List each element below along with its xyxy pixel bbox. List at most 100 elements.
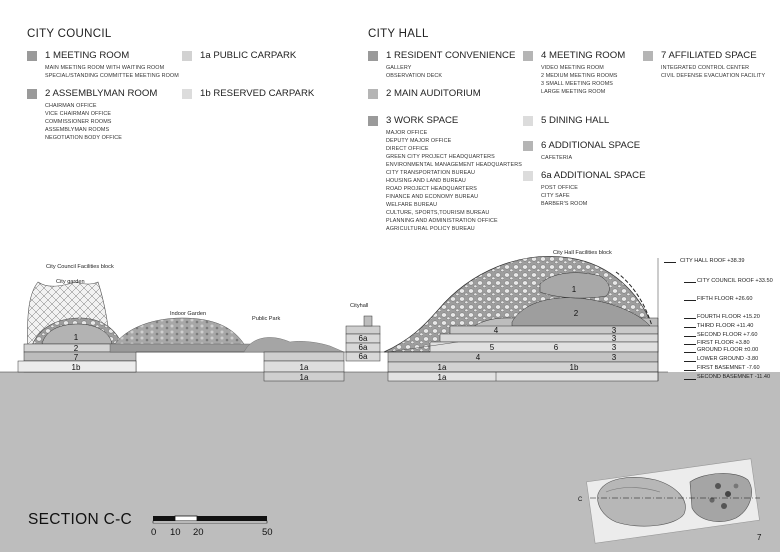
indoor-garden-terrace	[109, 343, 267, 353]
legend-hall-6: 6 ADDITIONAL SPACE CAFETERIA	[523, 140, 640, 162]
legend-swatch	[368, 50, 378, 61]
legend-council-1b: 1b RESERVED CARPARK	[182, 88, 314, 99]
legend-label: 3 WORK SPACE	[386, 115, 459, 126]
scale-label-50: 50	[262, 527, 273, 538]
legend-label: 4 MEETING ROOM	[541, 50, 626, 61]
legend-item: MAIN MEETING ROOM WITH WAITING ROOM	[45, 65, 165, 71]
scale-label-20: 20	[193, 527, 204, 538]
level-tick	[684, 336, 696, 337]
label-ch6a-1: 6a	[359, 334, 368, 343]
legend-label: 1 MEETING ROOM	[45, 50, 130, 61]
label-c1: 1	[74, 333, 79, 342]
legend-swatch	[643, 50, 653, 61]
legend-label: 2 ASSEMBLYMAN ROOM	[45, 88, 158, 99]
level-lower-ground: LOWER GROUND -3.80	[697, 356, 759, 362]
legend-item: CITY SAFE	[541, 193, 570, 199]
label-city-garden: City garden	[56, 279, 85, 285]
legend-item: LARGE MEETING ROOM	[541, 89, 606, 95]
level-tick	[684, 361, 696, 362]
level-second-basement: SECOND BASEMNET -11.40	[697, 374, 771, 380]
label-ch6a-2: 6a	[359, 343, 368, 352]
legend-council-1a: 1a PUBLIC CARPARK	[182, 50, 296, 61]
legend-item: ROAD PROJECT HEADQUARTERS	[386, 186, 477, 192]
label-c7: 7	[74, 353, 79, 362]
label-p1a-top: 1a	[300, 363, 309, 372]
legend-label: 6a ADDITIONAL SPACE	[541, 170, 646, 181]
label-h3d: 3	[612, 353, 617, 362]
level-tick	[684, 318, 696, 319]
legend-council-1: 1 MEETING ROOM MAIN MEETING ROOM WITH WA…	[27, 50, 187, 80]
legend-hall-5: 5 DINING HALL	[523, 115, 609, 126]
page-number: 7	[757, 533, 762, 542]
legend-label: 2 MAIN AUDITORIUM	[386, 88, 481, 99]
scale-label-0: 0	[151, 527, 157, 538]
label-h1a-top: 1a	[438, 363, 447, 372]
legend-item: 2 MEDIUM MEETING ROOMS	[541, 73, 618, 79]
legend-item: 3 SMALL MEETING ROOMS	[541, 81, 613, 87]
label-indoor-garden: Indoor Garden	[170, 311, 206, 317]
label-ch6a-3: 6a	[359, 352, 368, 361]
legend-item: CHAIRMAN OFFICE	[45, 103, 97, 109]
legend-item: ASSEMBLYMAN ROOMS	[45, 127, 110, 133]
legend-label: 1 RESIDENT CONVENIENCE	[386, 50, 516, 61]
legend-swatch	[27, 88, 37, 99]
level-ground-floor: GROUND FLOOR ±0.00	[697, 347, 759, 353]
legend-item: CAFETERIA	[541, 155, 573, 161]
legend-swatch	[27, 50, 37, 61]
level-tick	[684, 344, 696, 345]
level-tick	[684, 352, 696, 353]
legend-label: 7 AFFILIATED SPACE	[661, 50, 757, 61]
legend-label: 1b RESERVED CARPARK	[200, 88, 315, 99]
legend-item: COMMISSIONER ROOMS	[45, 119, 112, 125]
legend-item: DIRECT OFFICE	[386, 146, 429, 152]
legend-swatch	[523, 115, 533, 126]
level-tick	[684, 379, 696, 380]
cityhall-room-2	[511, 297, 651, 327]
legend-item: ENVIRONMENTAL MANAGEMENT HEADQUARTERS	[386, 162, 522, 168]
label-h6: 6	[554, 343, 559, 352]
legend-item: VIDEO MEETING ROOM	[541, 65, 604, 71]
label-h4b: 4	[476, 353, 481, 362]
cityhall-room-1	[539, 272, 610, 299]
cityhall-lower-ground	[387, 361, 659, 373]
level-first-floor: FIRST FLOOR +3.80	[697, 340, 750, 346]
legend-swatch	[368, 115, 378, 126]
legend-swatch	[182, 50, 192, 61]
legend-hall-2: 2 MAIN AUDITORIUM	[368, 88, 481, 99]
legend-item: GREEN CITY PROJECT HEADQUARTERS	[386, 154, 495, 160]
legend-swatch	[523, 170, 533, 181]
scale-label-10: 10	[170, 527, 181, 538]
scale-seg-3	[197, 516, 267, 521]
scale-seg-2	[174, 515, 198, 522]
council-room-7	[23, 351, 137, 362]
legend-item: DEPUTY MAJOR OFFICE	[386, 138, 452, 144]
label-h1a-bot: 1a	[438, 373, 447, 382]
label-h3c: 3	[612, 343, 617, 352]
label-council-block: City Council Facilities block	[46, 264, 114, 270]
label-h1: 1	[572, 285, 577, 294]
cityhall-fourth-floor	[449, 325, 659, 335]
legend-hall-3: 3 WORK SPACE MAJOR OFFICE DEPUTY MAJOR O…	[368, 115, 522, 233]
council-room-1	[41, 323, 113, 345]
label-c2: 2	[74, 344, 79, 353]
city-council-header: CITY COUNCIL	[27, 28, 112, 40]
public-park-trees	[243, 337, 345, 353]
cityhall-roof	[345, 325, 381, 335]
level-tick	[664, 262, 676, 263]
label-p1a-bot: 1a	[300, 373, 309, 382]
park-carpark-upper	[263, 351, 345, 362]
level-city-council-roof: CITY COUNCIL ROOF +33.50	[697, 278, 773, 284]
legend-item: CULTURE, SPORTS,TOURISM BUREAU	[386, 210, 490, 216]
label-cityhall: Cityhall	[350, 303, 368, 309]
cityhall-second-floor	[429, 341, 659, 353]
level-third-floor: THIRD FLOOR +11.40	[697, 323, 754, 329]
legend-item: MAJOR OFFICE	[386, 130, 428, 136]
label-public-park: Public Park	[252, 316, 280, 322]
cityhall-basement-1	[387, 371, 659, 382]
level-city-hall-roof: CITY HALL ROOF +38.39	[680, 258, 745, 264]
legend-item: BARBER'S ROOM	[541, 201, 588, 207]
label-h1b: 1b	[570, 363, 579, 372]
